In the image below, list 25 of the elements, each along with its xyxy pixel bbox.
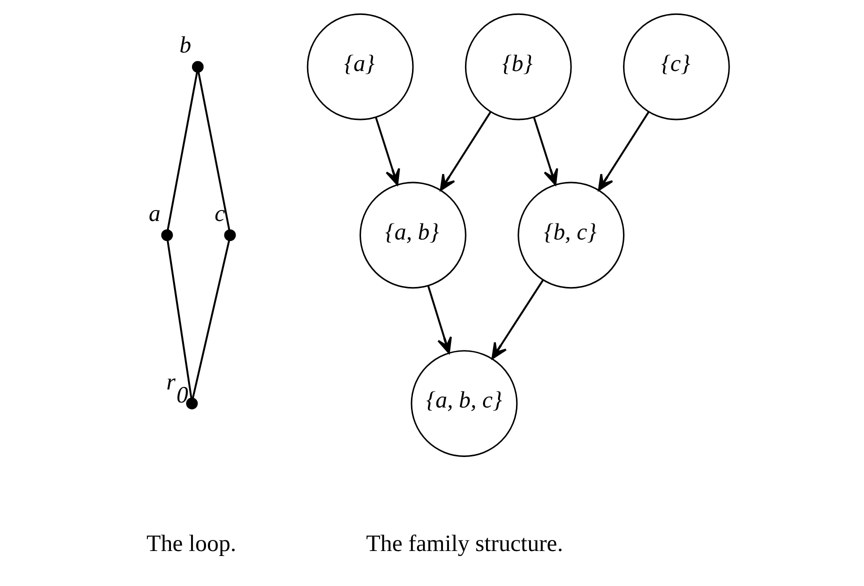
node-label: b (180, 32, 192, 59)
arrow (533, 117, 558, 186)
node-label: c (214, 200, 226, 227)
node-circle: {b, c} (518, 182, 624, 289)
connector (192, 240, 230, 398)
node-circle (186, 398, 198, 410)
node-circle (192, 61, 204, 73)
arrow (598, 111, 650, 191)
node-circle: {b} (464, 13, 572, 120)
node-circle: {c} (623, 13, 730, 120)
node-label: a (148, 200, 160, 227)
arrow (427, 286, 452, 354)
node-circle: {a, b} (360, 182, 466, 289)
arrow (492, 280, 544, 360)
node-circle: {a} (306, 13, 414, 120)
node-circle (161, 229, 173, 242)
connector (166, 72, 198, 230)
connector (166, 240, 192, 398)
arrow (440, 111, 492, 191)
arrow (375, 117, 400, 186)
label: The loop. (146, 531, 236, 558)
node-circle (224, 229, 236, 242)
label: The family structure. (366, 531, 564, 558)
node-circle: {a, b, c} (410, 350, 518, 457)
connector (198, 72, 230, 230)
